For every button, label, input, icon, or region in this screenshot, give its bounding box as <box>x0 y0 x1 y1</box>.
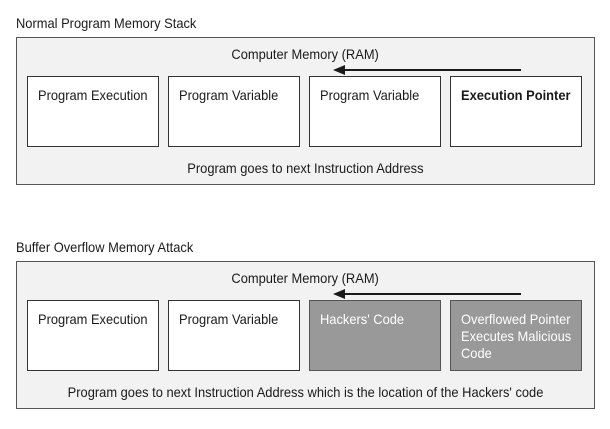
memory-label: Computer Memory (RAM) <box>231 270 380 286</box>
memory-cell-overflowed-pointer: Overflowed Pointer Executes Malicious Co… <box>450 300 582 371</box>
memory-cell-execution-pointer: Execution Pointer <box>450 76 582 147</box>
left-arrow-icon <box>333 289 521 299</box>
left-arrow-icon <box>333 65 521 75</box>
memory-cell-hackers-code: Hackers' Code <box>309 300 441 371</box>
memory-cell-program-variable: Program Variable <box>168 76 300 147</box>
memory-caption: Program goes to next Instruction Address <box>187 160 424 176</box>
diagram-title-overflow: Buffer Overflow Memory Attack <box>16 239 194 255</box>
memory-cell-program-execution: Program Execution <box>27 300 159 371</box>
memory-cell-program-execution: Program Execution <box>27 76 159 147</box>
memory-caption: Program goes to next Instruction Address… <box>67 384 544 400</box>
memory-cell-program-variable: Program Variable <box>309 76 441 147</box>
diagram-title-normal: Normal Program Memory Stack <box>16 15 197 31</box>
memory-frame-normal: Computer Memory (RAM) Program Execution … <box>16 37 595 185</box>
memory-frame-overflow: Computer Memory (RAM) Program Execution … <box>16 261 595 409</box>
memory-cell-program-variable: Program Variable <box>168 300 300 371</box>
memory-label: Computer Memory (RAM) <box>231 46 380 62</box>
